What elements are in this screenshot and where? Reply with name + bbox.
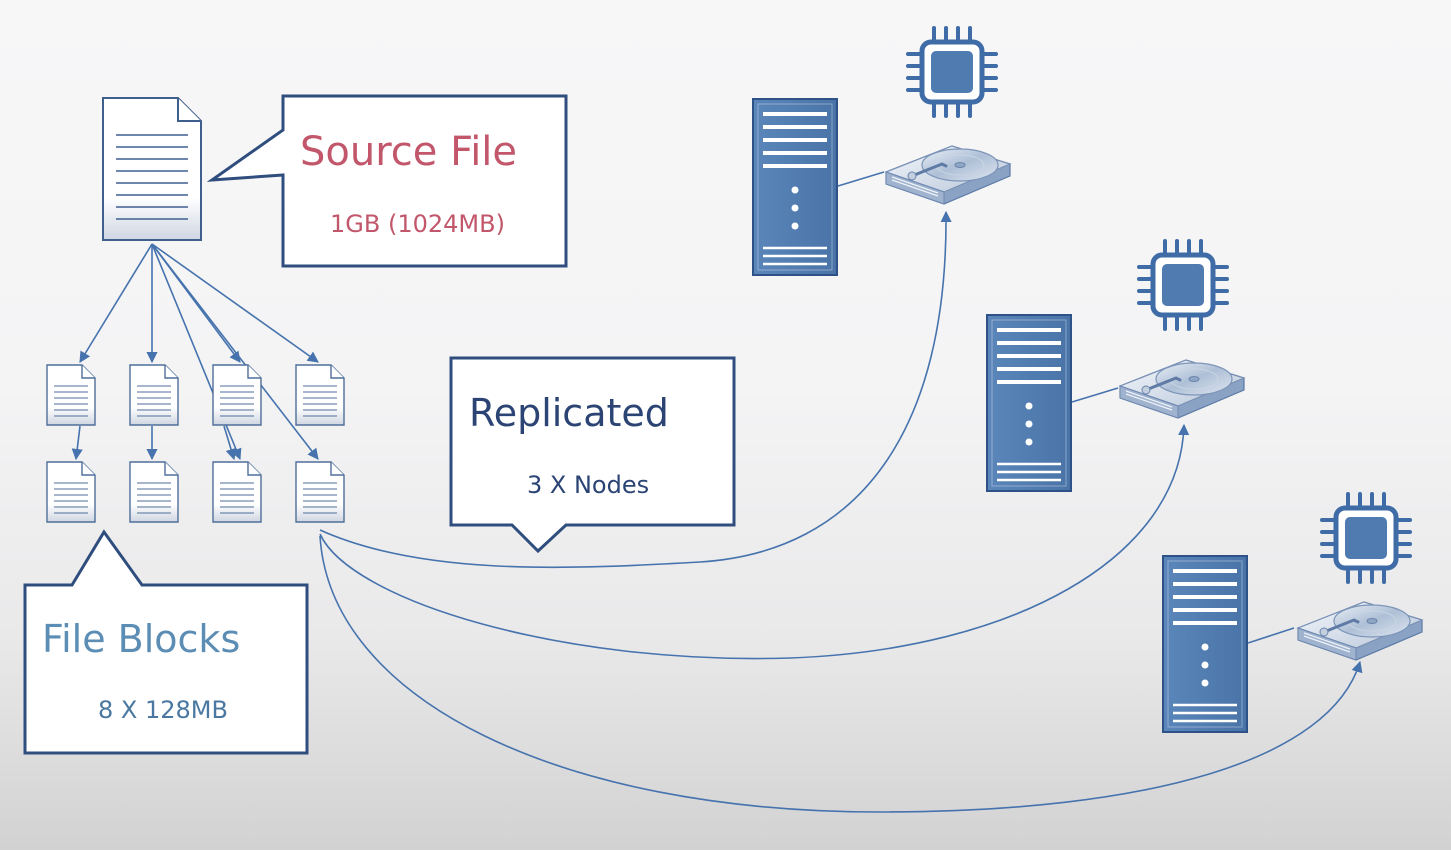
node-link-line — [1247, 627, 1295, 644]
source-document-icon — [101, 96, 203, 242]
hard-drive-icon — [884, 144, 1012, 206]
file-blocks-title: File Blocks — [42, 617, 240, 661]
file-blocks-count: 8 X 128MB — [98, 696, 228, 724]
node-link-line — [837, 171, 885, 187]
file-block-4-icon — [295, 364, 345, 426]
source-file-callout: Source File 1GB (1024MB) — [206, 94, 568, 268]
file-block-2-icon — [129, 364, 179, 426]
split-arrow — [151, 243, 319, 363]
server-icon — [1161, 554, 1249, 734]
replicated-count: 3 X Nodes — [527, 471, 649, 499]
replication-arrow-node-2 — [319, 423, 1190, 660]
node-2 — [985, 241, 1246, 493]
node-link-line — [1071, 387, 1119, 403]
file-block-3-icon — [212, 364, 262, 426]
row-arrow — [223, 425, 237, 461]
node-1 — [751, 28, 1012, 277]
replication-arrow-node-3 — [319, 535, 1363, 813]
row-arrow — [71, 425, 83, 461]
server-icon — [751, 97, 839, 277]
file-block-7-icon — [212, 461, 262, 523]
hard-drive-icon — [1296, 600, 1424, 662]
file-block-8-icon — [295, 461, 345, 523]
block-row-arrows — [71, 425, 237, 461]
split-arrow — [151, 243, 319, 460]
replication-arrow-node-1 — [319, 210, 952, 569]
file-block-6-icon — [129, 461, 179, 523]
replication-arrows — [319, 210, 1363, 813]
server-icon — [985, 313, 1073, 493]
cpu-icon — [908, 28, 996, 116]
file-block-1-icon — [46, 364, 96, 426]
replicated-callout: Replicated 3 X Nodes — [449, 356, 736, 554]
source-file-size: 1GB (1024MB) — [330, 210, 505, 238]
node-3 — [1161, 494, 1424, 734]
source-file-title: Source File — [300, 129, 517, 175]
file-blocks-callout: File Blocks 8 X 128MB — [23, 529, 309, 755]
split-arrow — [79, 243, 153, 363]
block-split-arrows — [79, 243, 319, 461]
hard-drive-icon — [1118, 358, 1246, 420]
file-block-5-icon — [46, 461, 96, 523]
cpu-icon — [1322, 494, 1410, 582]
file-blocks-grid — [46, 364, 345, 523]
replicated-title: Replicated — [469, 391, 669, 435]
cpu-icon — [1139, 241, 1227, 329]
